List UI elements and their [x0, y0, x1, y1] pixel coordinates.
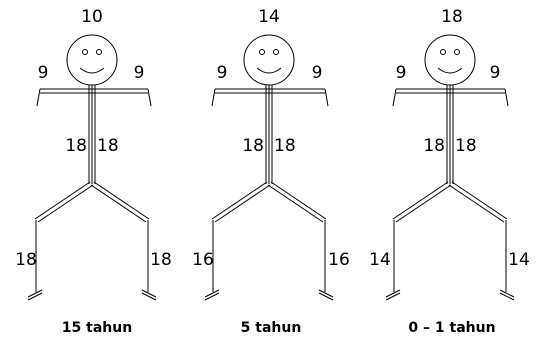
trunk — [265, 85, 273, 184]
age-caption: 5 tahun — [241, 320, 302, 336]
trunk-back-percentage: 18 — [274, 136, 296, 156]
right-leg-percentage: 18 — [150, 250, 172, 270]
left-arm-percentage: 9 — [396, 63, 407, 83]
left-arm-percentage: 9 — [217, 63, 228, 83]
right-leg-percentage: 16 — [328, 250, 350, 270]
trunk — [88, 85, 96, 184]
trunk-front-percentage: 18 — [65, 136, 87, 156]
trunk-back-percentage: 18 — [97, 136, 119, 156]
head-icon — [66, 34, 118, 86]
right-leg-percentage: 14 — [508, 250, 530, 270]
right-arm-percentage: 9 — [312, 63, 323, 83]
trunk — [446, 85, 454, 184]
figure-15-tahun: 10 9 9 18 18 — [15, 7, 172, 336]
age-caption: 15 tahun — [62, 320, 132, 336]
head-percentage: 14 — [258, 7, 280, 27]
head-percentage: 18 — [441, 7, 463, 27]
left-leg-percentage: 16 — [192, 250, 214, 270]
right-arm-percentage: 9 — [134, 63, 145, 83]
figure-0-1-tahun: 18 9 9 18 18 — [369, 7, 530, 336]
left-leg-percentage: 18 — [15, 250, 37, 270]
trunk-front-percentage: 18 — [423, 136, 445, 156]
legs — [385, 181, 515, 301]
age-caption: 0 – 1 tahun — [408, 320, 495, 336]
arms — [36, 88, 152, 107]
trunk-front-percentage: 18 — [242, 136, 264, 156]
head-icon — [243, 34, 295, 86]
legs — [27, 181, 157, 301]
figure-5-tahun: 14 9 9 18 18 — [192, 7, 350, 336]
legs — [204, 181, 334, 301]
left-arm-percentage: 9 — [38, 63, 49, 83]
right-arm-percentage: 9 — [490, 63, 501, 83]
head-percentage: 10 — [81, 7, 103, 27]
head-icon — [424, 34, 476, 86]
arms — [211, 88, 329, 107]
left-leg-percentage: 14 — [369, 250, 391, 270]
trunk-back-percentage: 18 — [455, 136, 477, 156]
